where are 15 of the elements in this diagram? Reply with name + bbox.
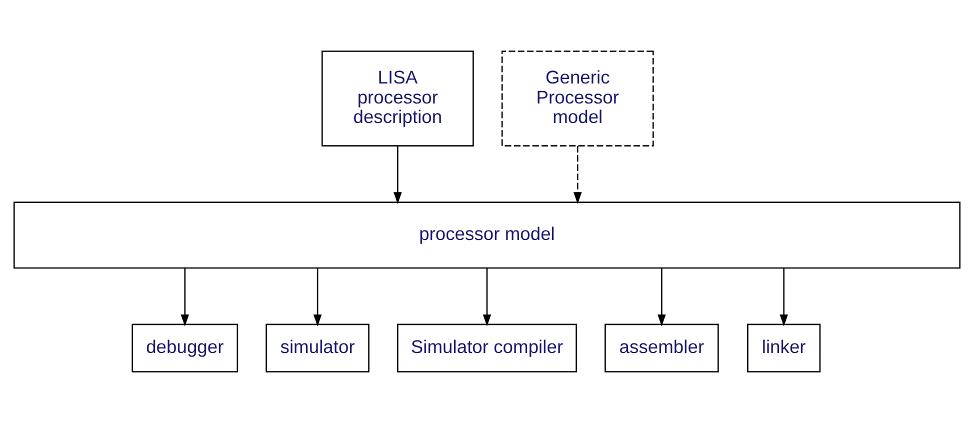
arrow [658,268,666,326]
node-box: assembler [604,324,719,372]
node-box: simulator [266,324,370,372]
arrow [780,268,788,326]
node-box: linker [747,324,821,372]
node-box: LISA processor description [322,50,474,146]
node-box: processor model [13,202,961,269]
node-box: Simulator compiler [397,324,577,372]
arrow [482,268,492,326]
node-box: debugger [132,324,238,372]
arrow [180,268,190,326]
arrow [394,146,402,204]
arrow [573,146,582,204]
arrow [313,268,322,326]
node-box: Generic Processor model [501,50,654,146]
